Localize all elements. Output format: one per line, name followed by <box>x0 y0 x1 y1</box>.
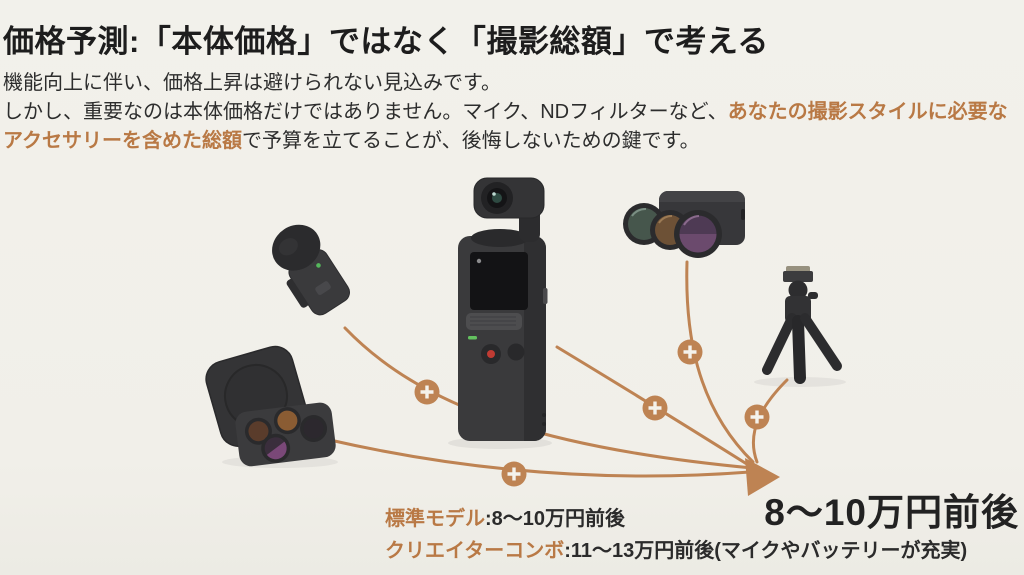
standard-model-value: :8〜10万円前後 <box>485 508 626 530</box>
plus-icon <box>642 395 668 421</box>
mini-tripod-image <box>762 266 842 384</box>
plus-icon <box>414 379 440 405</box>
creator-combo-value: :11〜13万円前後(マイクやバッテリーが充実) <box>564 540 968 562</box>
plus-icon <box>677 339 703 365</box>
connector-filter-case <box>328 438 752 478</box>
plus-icon <box>744 404 770 430</box>
gimbal-camera-image <box>458 177 548 441</box>
intro-paragraph: 機能向上に伴い、価格上昇は避けられない見込みです。 しかし、重要なのは本体価格だ… <box>3 69 1008 156</box>
nd-filter-set-image <box>623 191 745 258</box>
arrow-icon <box>745 458 780 496</box>
connector-lines <box>328 260 789 478</box>
page-title: 価格予測:「本体価格」ではなく「撮影総額」で考える <box>3 24 769 59</box>
model-price-annotations: 標準モデル:8〜10万円前後 クリエイターコンボ:11〜13万円前後(マイクやバ… <box>385 503 967 567</box>
standard-model-label: 標準モデル <box>385 508 485 530</box>
filter-case-image <box>205 345 336 467</box>
plus-icon <box>501 461 527 487</box>
creator-combo-label: クリエイターコンボ <box>385 540 565 562</box>
intro-line2: しかし、重要なのは本体価格だけではありません。マイク、NDフィルターなど、 <box>3 101 728 123</box>
intro-line3: で予算を立てることが、後悔しないための鍵です。 <box>242 130 700 152</box>
plus-icons <box>414 339 770 487</box>
creator-combo-line: クリエイターコンボ:11〜13万円前後(マイクやバッテリーが充実) <box>385 535 967 567</box>
connector-nd-filters <box>685 260 755 464</box>
total-price: 8〜10万円前後 <box>764 492 1019 533</box>
wireless-mic-image <box>272 224 350 316</box>
standard-model-line: 標準モデル:8〜10万円前後 <box>385 503 967 535</box>
intro-line3-highlight: アクセサリーを含めた総額 <box>3 130 242 152</box>
intro-line2-highlight: あなたの撮影スタイルに必要な <box>727 101 1008 123</box>
intro-line1: 機能向上に伴い、価格上昇は避けられない見込みです。 <box>3 72 501 94</box>
